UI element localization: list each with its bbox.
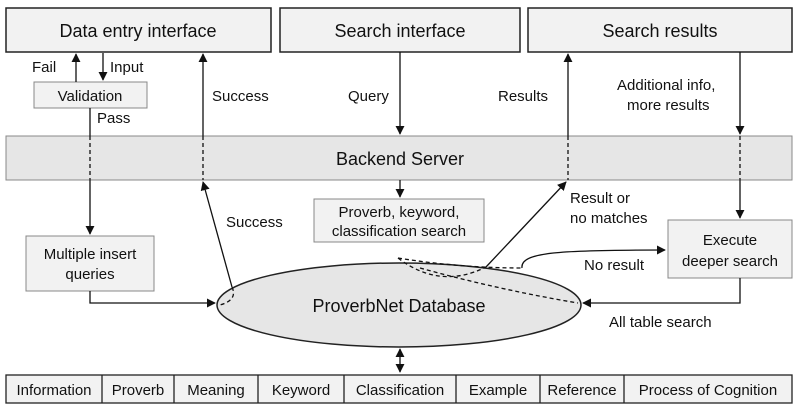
no-result-arrow [521,245,666,269]
fail-label: Fail [32,59,56,76]
query-label: Query [348,88,389,105]
all-table-label: All table search [609,314,712,331]
database-label: ProverbNet Database [312,296,485,316]
keyword-search-line-2: classification search [332,223,466,240]
results-label: Results [498,88,548,105]
result-or-arrow [485,181,567,268]
table-cell-information: Information [16,382,91,399]
multiple-insert-line-1: Multiple insert [44,246,137,263]
success-mid-arrow [200,181,233,288]
data-entry-interface-box: Data entry interface [5,7,272,53]
table-cell-process-of-cognition: Process of Cognition [639,382,777,399]
deeper-search-line-1: Execute [703,232,757,249]
deeper-search-box: Execute deeper search [667,219,793,279]
proverbnet-database: ProverbNet Database [216,262,582,348]
backend-server-label: Backend Server [336,149,464,169]
internal-dashed-3 [419,267,579,304]
search-interface-box: Search interface [279,7,521,53]
search-results-label: Search results [602,21,717,41]
table-cell-example: Example [469,382,527,399]
success-mid-dashed [219,286,235,306]
table-cell-classification: Classification [356,382,444,399]
no-result-label: No result [584,257,645,274]
edge-labels: Fail Input Pass Success Query Results Ad… [32,59,715,331]
search-results-box: Search results [527,7,793,53]
data-entry-label: Data entry interface [59,21,216,41]
multiple-insert-line-2: queries [65,266,114,283]
table-cell-meaning: Meaning [187,382,245,399]
table-cell-keyword: Keyword [272,382,330,399]
input-label: Input [110,59,144,76]
additional-label-line-1: Additional info, [617,77,715,94]
backend-server-box: Backend Server [5,135,793,181]
connectors [71,52,745,373]
multiple-insert-box: Multiple insert queries [25,235,155,292]
all-table-arrow [582,278,741,308]
success-top-label: Success [212,88,269,105]
pass-label: Pass [97,110,130,127]
table-cell-proverb: Proverb [112,382,165,399]
keyword-search-line-1: Proverb, keyword, [339,204,460,221]
success-mid-label: Success [226,214,283,231]
keyword-search-box: Proverb, keyword, classification search [313,198,485,243]
additional-label-line-2: more results [627,97,710,114]
deeper-search-line-2: deeper search [682,253,778,270]
insert-to-db-arrow [89,291,216,308]
result-or-label-line-1: Result or [570,190,630,207]
internal-dashed-1 [397,257,487,278]
validation-box: Validation [33,81,148,109]
tables-row: Information Proverb Meaning Keyword Classifi… [5,374,793,404]
search-interface-label: Search interface [334,21,465,41]
validation-label: Validation [58,88,123,105]
result-or-label-line-2: no matches [570,210,648,227]
table-cell-reference: Reference [547,382,616,399]
